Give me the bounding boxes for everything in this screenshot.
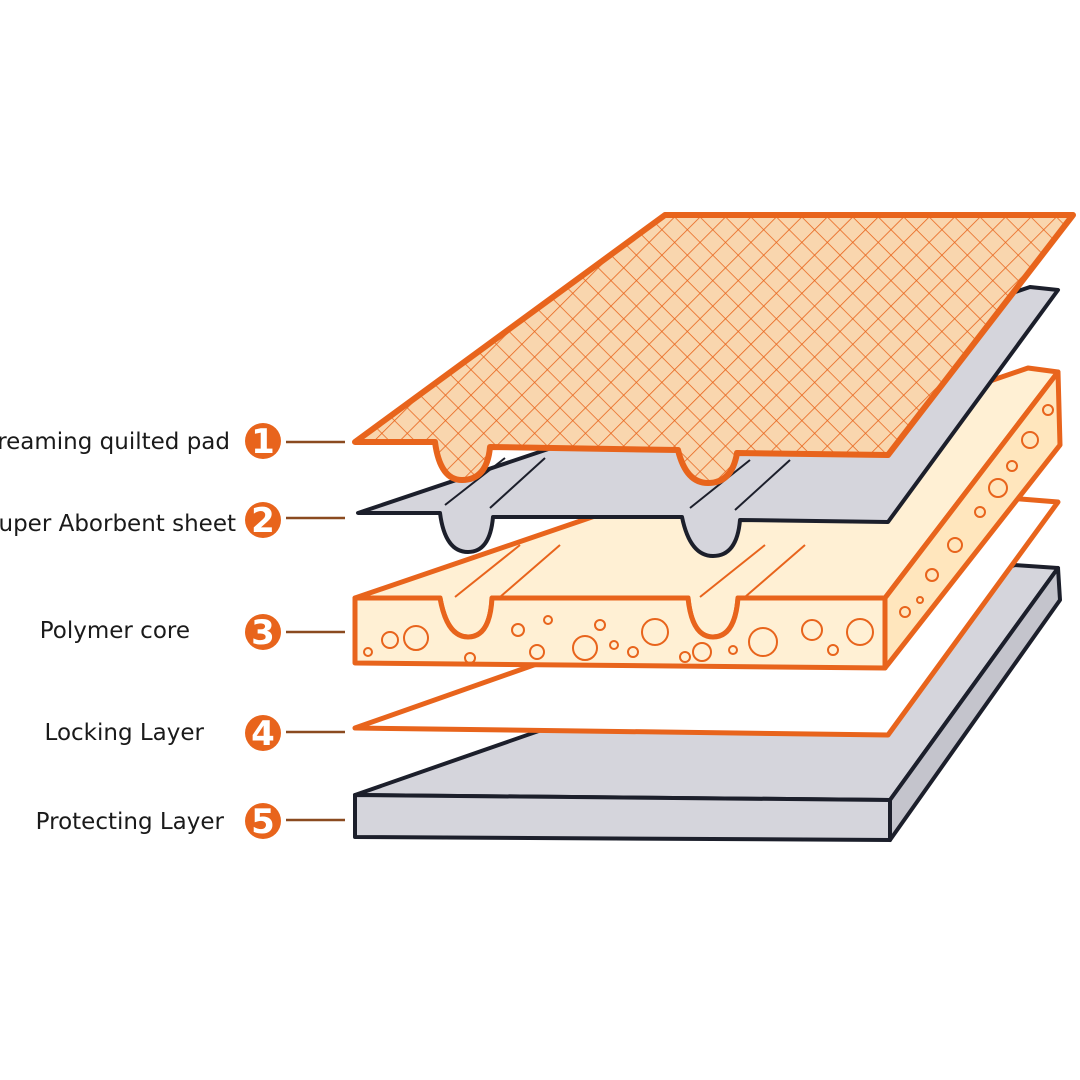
layer-number-1: 1 <box>251 422 275 462</box>
label-row-1: Anti streaming quilted pad 1 <box>0 422 345 462</box>
layer-label-2: Super Aborbent sheet <box>0 511 236 537</box>
quilted-pad-layer <box>352 212 1076 486</box>
label-row-5: Protecting Layer 5 <box>36 802 345 842</box>
label-row-3: Polymer core 3 <box>40 613 345 653</box>
layer-label-4: Locking Layer <box>45 720 205 746</box>
layer-number-5: 5 <box>251 802 275 842</box>
number-badge-3 <box>245 614 281 650</box>
layer-number-3: 3 <box>251 613 275 653</box>
layer-label-1: Anti streaming quilted pad <box>0 429 230 455</box>
layer-label-5: Protecting Layer <box>36 809 225 835</box>
polymer-bubbles <box>363 404 1054 664</box>
number-badge-1 <box>245 423 281 459</box>
layer-number-4: 4 <box>251 714 275 754</box>
label-row-2: Super Aborbent sheet 2 <box>0 501 345 541</box>
number-badge-5 <box>245 803 281 839</box>
number-badge-2 <box>245 502 281 538</box>
number-badge-4 <box>245 715 281 751</box>
layer-label-3: Polymer core <box>40 618 190 644</box>
label-row-4: Locking Layer 4 <box>45 714 345 754</box>
layer-number-2: 2 <box>251 501 275 541</box>
